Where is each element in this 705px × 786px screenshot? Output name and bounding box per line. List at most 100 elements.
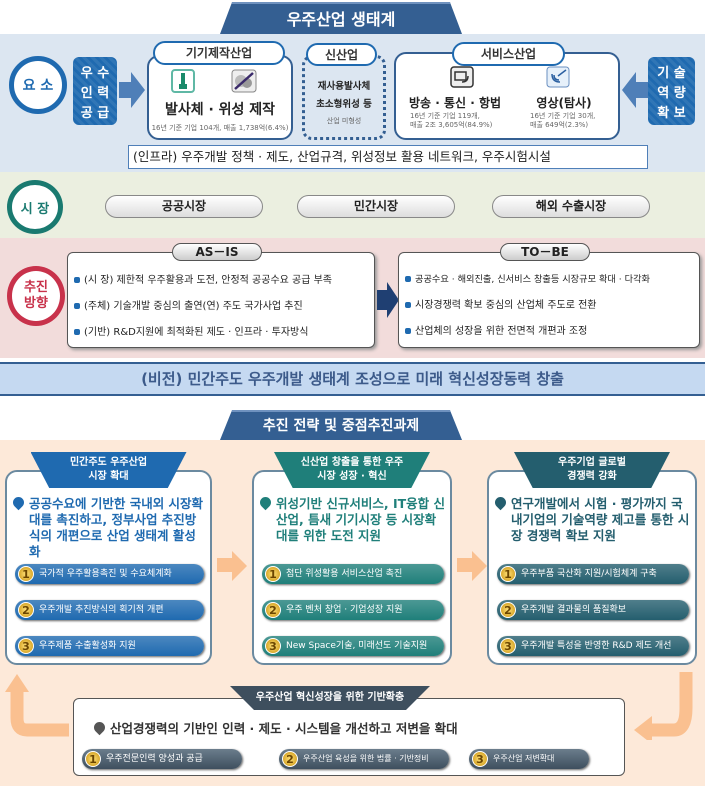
new-industry-line: 재사용발사체 (317, 81, 371, 92)
service-item-note: 16년 기준 기업 119개, 매출 2조 3,605억(84.9%) (410, 112, 492, 130)
strategy-task: 3 우주제품 수출활성화 지원 (15, 636, 204, 656)
market-badge: 시 장 (7, 180, 63, 234)
service-card: 방송 · 통신 · 항법 16년 기준 기업 119개, 매출 2조 3,605… (394, 52, 620, 140)
right-arrow-icon (472, 551, 487, 581)
task-label: 국가적 우주활용촉진 및 수요체계화 (39, 569, 172, 579)
service-item-title: 영상(탐사) (536, 96, 592, 110)
number-badge: 3 (265, 638, 281, 654)
strategy-task: 1 우주부품 국산화 지원/시험체계 구축 (497, 564, 689, 584)
market-export: 해외 수출시장 (492, 195, 650, 218)
strategy-task: 2 우주개발 결과물의 품질확보 (497, 600, 689, 620)
number-badge: 1 (265, 566, 281, 582)
foundation-task: 3 우주산업 저변확대 (469, 749, 589, 769)
strategy-column: 연구개발에서 시험 · 평가까지 국내기업의 기술역량 제고를 통한 시장 경쟁… (487, 470, 697, 665)
task-label: 첨단 위성활용 서비스산업 촉진 (286, 569, 403, 579)
strategy-title: 추진 전략 및 중점추진과제 (220, 410, 462, 440)
rocket-icon (171, 69, 195, 93)
as-is-item: (기반) R&D지원에 최적화된 제도 · 인프라 · 투자방식 (74, 323, 374, 338)
task-label: 우주개발 특성을 반영한 R&D 제도 개선 (521, 641, 672, 651)
to-be-box: 공공수요 · 해외진출, 신서비스 창출등 시장규모 확대 · 다각화 시장경쟁… (398, 252, 700, 348)
task-label: 우주개발 추진방식의 획기적 개편 (39, 605, 164, 615)
number-badge: 3 (472, 751, 488, 767)
task-label: 우주산업 육성을 위한 법률 · 기반정비 (303, 754, 429, 763)
manufacturing-label: 기기제작산업 (153, 41, 285, 65)
infra-bar: (인프라) 우주개발 정책 · 제도, 산업규격, 위성정보 활용 네트워크, … (128, 145, 648, 169)
service-item-note-line: 16년 기준 기업 119개, (410, 112, 480, 120)
task-label: 우주 벤처 창업 · 기업성장 지원 (286, 605, 403, 615)
to-be-item: 공공수요 · 해외진출, 신서비스 창출등 시장규모 확대 · 다각화 (405, 271, 699, 285)
as-is-item: (시 장) 제한적 우주활용과 도전, 안정적 공공수요 공급 부족 (74, 271, 374, 286)
satellite-signal-icon (546, 66, 570, 88)
column-header-line: 경쟁력 강화 (567, 471, 617, 482)
broadcast-tv-icon (450, 66, 474, 88)
number-badge: 1 (500, 566, 516, 582)
direction-badge: 추진 방향 (7, 266, 65, 326)
column-goal-text: 연구개발에서 시험 · 평가까지 국내기업의 기술역량 제고를 통한 시장 경쟁… (511, 496, 690, 543)
right-arrow-icon (232, 551, 247, 581)
direction-label: 방향 (24, 296, 48, 311)
task-label: New Space기술, 미래선도 기술지원 (286, 641, 428, 651)
location-pin-icon (492, 494, 509, 511)
curved-down-arrow-icon (634, 672, 693, 740)
task-label: 우주개발 결과물의 품질확보 (521, 605, 627, 615)
market-public: 공공시장 (105, 195, 263, 218)
task-label: 우주전문인력 양성과 공급 (106, 754, 203, 764)
number-badge: 2 (500, 602, 516, 618)
tech-line: 기 술 (657, 65, 686, 81)
elements-label: 요 소 (22, 78, 54, 94)
service-item-note-line: 매출 649억(2.3%) (530, 121, 589, 129)
new-industry-label: 신산업 (306, 43, 377, 66)
number-badge: 3 (18, 638, 34, 654)
vision-bar: (비전) 민간주도 우주개발 생태계 조성으로 미래 혁신성장동력 창출 (0, 362, 705, 396)
as-is-box: (시 장) 제한적 우주활용과 도전, 안정적 공공수요 공급 부족 (주체) … (67, 252, 375, 348)
column-goal-text: 위성기반 신규서비스, IT융합 신산업, 틈새 기기시장 등 시장확대를 위한… (276, 496, 445, 543)
to-be-item: 산업체의 성장을 위한 전면적 개편과 조정 (405, 322, 699, 337)
strategy-column: 공공수요에 기반한 국내외 시장확대를 촉진하고, 정부사업 추진방식의 개편으… (5, 470, 212, 665)
to-be-item: 시장경쟁력 확보 중심의 산업체 주도로 전환 (405, 296, 699, 311)
column-header-line: 시장 성장 · 혁신 (317, 471, 387, 482)
service-item-note: 16년 기준 기업 30개, 매출 649억(2.3%) (530, 112, 595, 130)
number-badge: 2 (282, 751, 298, 767)
tech-capability-box: 기 술 역 량 확 보 (648, 57, 695, 125)
talent-line: 공 급 (80, 105, 110, 121)
as-is-label: AS－IS (172, 243, 262, 261)
foundation-header: 우주산업 혁신성장을 위한 기반확충 (230, 686, 430, 710)
elements-badge: 요 소 (9, 56, 67, 114)
number-badge: 1 (18, 566, 34, 582)
task-label: 우주산업 저변확대 (493, 754, 555, 763)
location-pin-icon (10, 494, 27, 511)
left-arrow-icon (622, 72, 648, 108)
to-be-label: TO－BE (500, 243, 590, 261)
task-label: 우주제품 수출활성화 지원 (39, 641, 136, 651)
strategy-column: 위성기반 신규서비스, IT융합 신산업, 틈새 기기시장 등 시장확대를 위한… (252, 470, 452, 665)
as-is-item: (주체) 기술개발 중심의 출연(연) 주도 국가사업 추진 (74, 297, 374, 312)
new-industry-line: 초소형위성 등 (316, 99, 372, 110)
manufacturing-title: 발사체 · 위성 제작 (164, 102, 276, 118)
service-item-note-line: 매출 2조 3,605억(84.9%) (410, 121, 493, 129)
market-private: 민간시장 (297, 195, 455, 218)
column-goal: 연구개발에서 시험 · 평가까지 국내기업의 기술역량 제고를 통한 시장 경쟁… (492, 494, 691, 544)
column-header-line: 신산업 창출을 통한 우주 (300, 457, 404, 468)
column-header-line: 민간주도 우주산업 (69, 457, 148, 468)
ecosystem-title: 우주산업 생태계 (220, 2, 462, 34)
right-arrow-icon (377, 282, 399, 318)
satellite-icon (231, 69, 257, 93)
foundation-goal: 산업경쟁력의 기반인 인력 · 제도 · 시스템을 개선하고 저변을 확대 (91, 719, 458, 737)
direction-label: 추진 (24, 280, 48, 295)
service-item-note-line: 16년 기준 기업 30개, (530, 112, 596, 120)
manufacturing-note: 16년 기준 기업 104개, 매출 1,738억(6.4%) (151, 124, 289, 132)
column-header-line: 시장 확대 (88, 471, 129, 482)
location-pin-icon (257, 494, 274, 511)
right-arrow-icon (119, 72, 145, 108)
new-industry-card: 재사용발사체 초소형위성 등 산업 미형성 (302, 55, 386, 140)
task-label: 우주부품 국산화 지원/시험체계 구축 (521, 569, 657, 579)
new-industry-note: 산업 미형성 (326, 117, 362, 125)
